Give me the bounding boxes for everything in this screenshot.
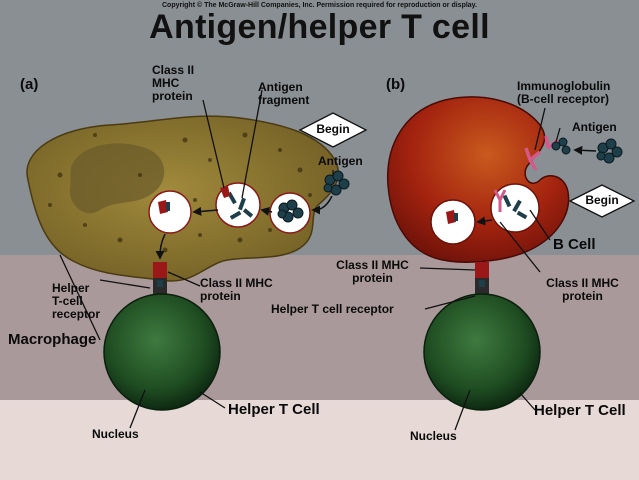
label-antigen-fragment: Antigen fragment [258, 80, 310, 107]
arrow-vesicle-middle-to-left [192, 206, 219, 216]
b-antigen-fragments [502, 194, 528, 220]
label-helper-t-cell-receptor-b: Helper T cell receptor [271, 302, 394, 316]
label-macrophage: Macrophage [8, 331, 97, 348]
label-b-cell: B Cell [553, 236, 596, 253]
label-helper-tcell-receptor-a: Helper T-cell receptor [52, 281, 101, 321]
macrophage-dots [48, 132, 312, 253]
label-immunoglobulin: Immunoglobulin (B-cell receptor) [517, 79, 611, 106]
begin-diamond-a [298, 112, 368, 148]
background-bottom [0, 400, 639, 480]
fragment-left-vesicle [166, 202, 170, 211]
arrow-vesicle-left-to-membrane [155, 233, 166, 260]
vesicle-left [148, 190, 192, 234]
macrophage-nucleus [69, 143, 165, 214]
b-immunoglobulin-internal [493, 189, 507, 212]
arrow-vesicle-right-to-middle [260, 206, 273, 216]
copyright-notice: Copyright © The McGraw-Hill Companies, I… [161, 2, 478, 9]
tcr-notch-b [479, 280, 485, 287]
mhc-membrane-b [475, 262, 489, 278]
antigen-external-b [596, 138, 623, 164]
b-arrow-right-to-left [476, 216, 493, 226]
panel-a-letter: (a) [20, 76, 39, 93]
label-helper-t-cell-b: Helper T Cell [534, 402, 626, 419]
label-class2-mhc-right-b: Class II MHC protein [546, 276, 619, 303]
mhc-fragment-left-vesicle [158, 200, 168, 214]
label-antigen-a: Antigen [318, 154, 363, 168]
label-class2-mhc-left-b: Class II MHC protein [336, 258, 409, 285]
mhc-in-vesicle [220, 186, 230, 198]
label-nucleus-a: Nucleus [92, 427, 139, 441]
label-helper-t-cell-a: Helper T Cell [228, 401, 320, 418]
b-mhc-left-vesicle [446, 210, 456, 224]
arrow-antigen-to-macrophage [311, 195, 333, 215]
label-nucleus-b: Nucleus [410, 429, 457, 443]
helper-t-cell-b [423, 293, 541, 411]
helper-t-cell-a [103, 293, 221, 411]
panel-b-letter: (b) [386, 76, 406, 93]
b-fragment-left-vesicle [454, 213, 458, 221]
leader-lines-a [59, 89, 334, 429]
arrow-antigen-b [573, 145, 597, 155]
mhc-membrane-a [153, 262, 167, 278]
b-immunoglobulin-receptor-1 [524, 147, 542, 171]
tcr-notch-a [157, 280, 163, 287]
label-class2-mhc-bottom-a: Class II MHC protein [200, 276, 273, 303]
page-title: Antigen/helper T cell [149, 8, 490, 46]
label-antigen-b: Antigen [572, 120, 617, 134]
label-begin-b: Begin [585, 193, 619, 207]
antigen-fragments [227, 191, 254, 220]
leader-lines-b [419, 107, 561, 431]
antigen-engulfed [277, 199, 304, 223]
label-class2-mhc-top-a: Class II MHC protein [152, 63, 195, 103]
label-begin-a: Begin [316, 122, 350, 136]
begin-diamond-b [568, 184, 636, 218]
antigen-external-a [323, 170, 350, 196]
